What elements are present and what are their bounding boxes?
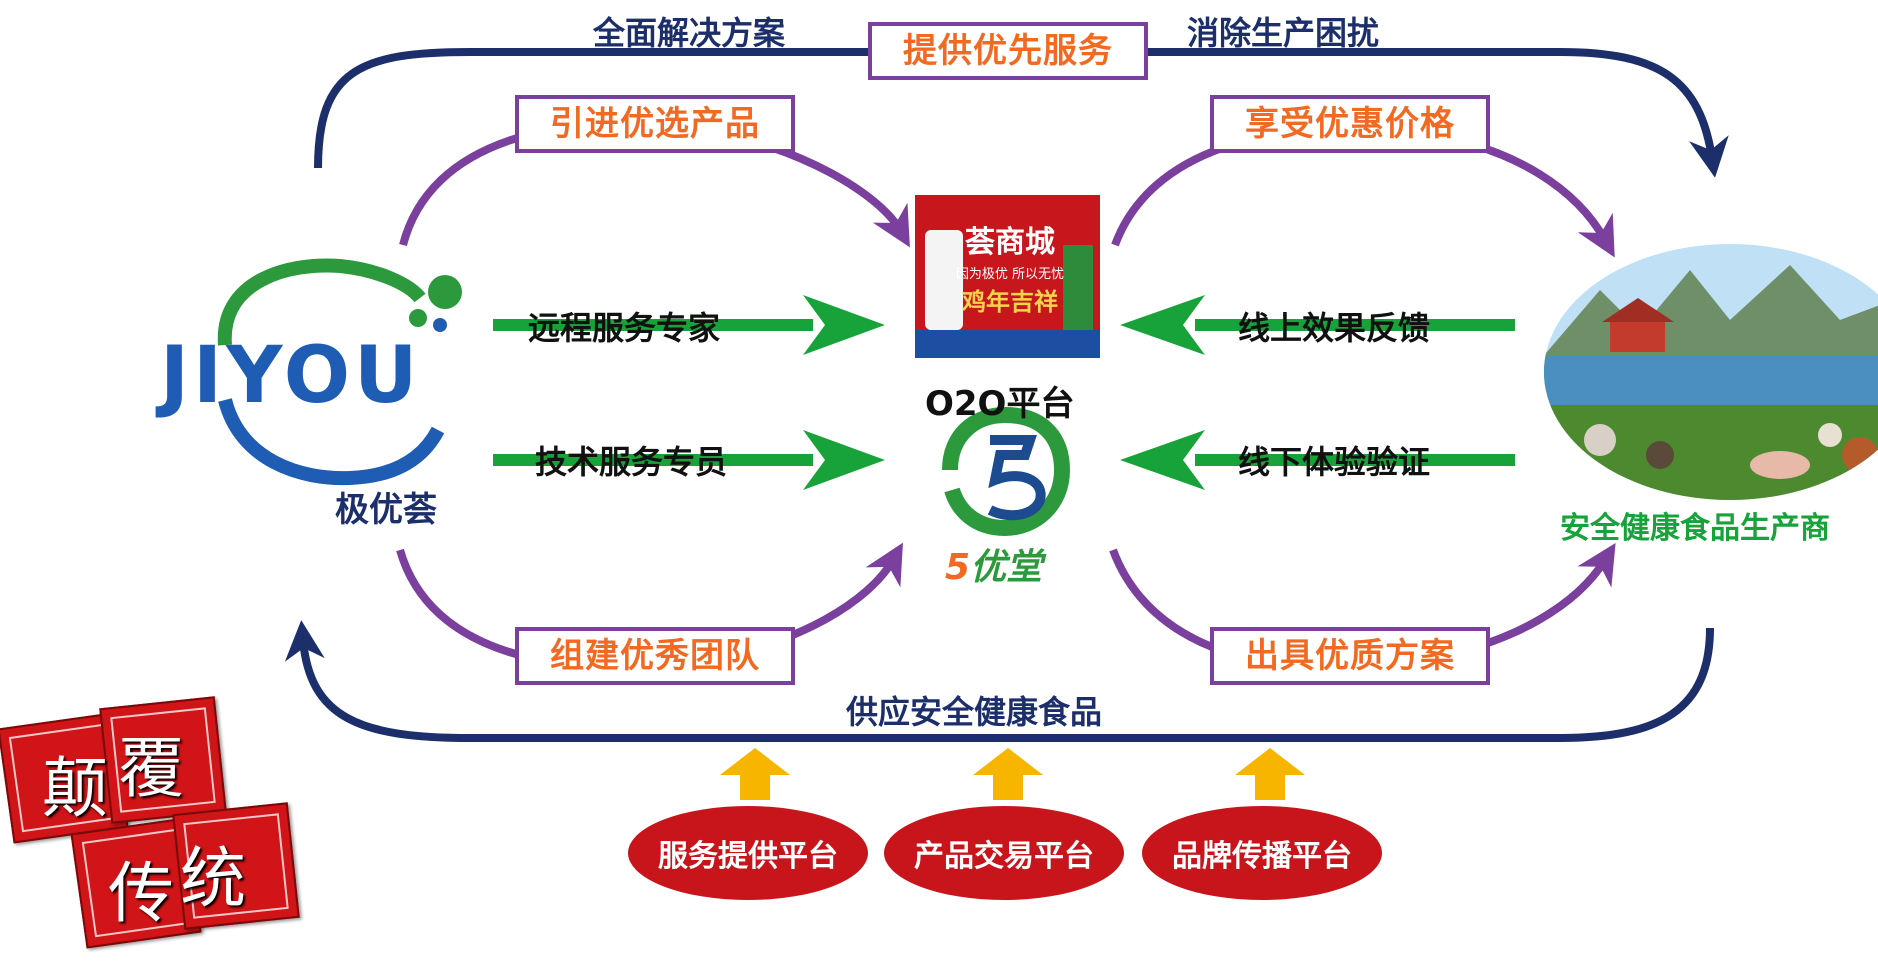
quality-plan-box: 出具优质方案 (1210, 627, 1490, 685)
jiyou-caption: 极优荟 (335, 490, 437, 530)
gold-arrow-1 (720, 748, 790, 800)
brand-text: 优堂 (970, 547, 1043, 588)
select-products-box: 引进优选产品 (515, 95, 795, 153)
offline-verify-label: 线下体验验证 (1238, 443, 1431, 481)
stamp-char-4: 统 (180, 840, 246, 917)
farm-landscape-image (1544, 244, 1878, 500)
green-arrow-right-bottom (1120, 430, 1515, 490)
top-right-label: 消除生产困扰 (1187, 14, 1380, 52)
stamp-char-3: 传 (108, 855, 174, 932)
banner-title: 荟商城 (965, 225, 1055, 260)
brand-platform: 品牌传播平台 (1142, 806, 1382, 900)
jiyou-logo-text: JIYOU (155, 331, 421, 421)
gold-arrow-3 (1235, 748, 1305, 800)
top-left-label: 全面解决方案 (593, 14, 786, 52)
green-arrow-right-top (1120, 295, 1515, 355)
tech-staff-label: 技术服务专员 (535, 443, 728, 481)
o2o-platform-caption: O2O平台 (925, 384, 1075, 424)
banner-slogan: 鸡年吉祥 (961, 287, 1058, 316)
supply-food-label: 供应安全健康食品 (846, 693, 1103, 731)
service-platform: 服务提供平台 (628, 806, 868, 900)
stamp-char-1: 颠 (42, 750, 108, 827)
green-arrow-left-top (493, 295, 885, 355)
wuyoutang-brand: 5优堂 (945, 538, 1042, 590)
shop-banner: 荟商城 因为极优 所以无忧 鸡年吉祥 (915, 195, 1100, 358)
priority-service-box: 提供优先服务 (868, 22, 1148, 80)
banner-subtitle: 因为极优 所以无忧 (956, 267, 1064, 282)
gold-arrow-2 (973, 748, 1043, 800)
build-team-box: 组建优秀团队 (515, 627, 795, 685)
green-arrow-left-bottom (493, 430, 885, 490)
navy-bottom-arc (284, 620, 1714, 742)
jiyou-logo: JIYOU (155, 258, 462, 486)
producer-caption: 安全健康食品生产商 (1560, 511, 1830, 546)
trade-platform: 产品交易平台 (884, 806, 1124, 900)
wuyoutang-logo (942, 406, 1071, 537)
online-feedback-label: 线上效果反馈 (1238, 309, 1431, 347)
remote-expert-label: 远程服务专家 (528, 309, 721, 347)
discount-price-box: 享受优惠价格 (1210, 95, 1490, 153)
stamp-char-2: 覆 (118, 730, 184, 807)
brand-digit: 5 (945, 547, 971, 588)
